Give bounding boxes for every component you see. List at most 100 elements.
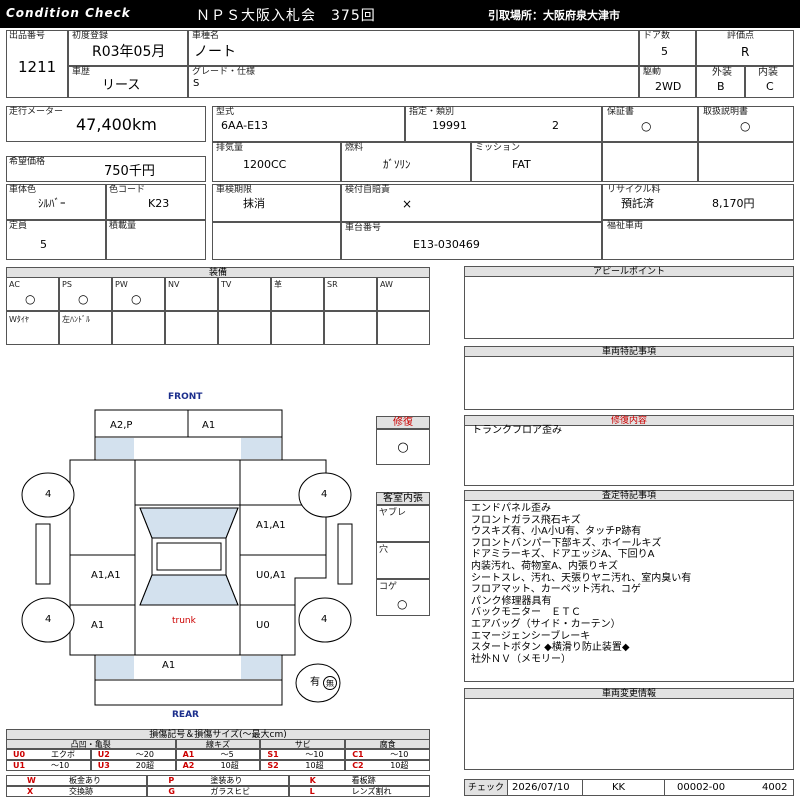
equipment-code: PS	[62, 280, 72, 289]
inspection-note-line: ドアミラーキズ、ドアエッジA、下回りA	[471, 549, 655, 561]
mileage-box	[6, 106, 206, 142]
pickup-location: 引取場所：大阪府泉大津市	[488, 7, 620, 23]
legend-mark-cell: X 交換跡	[6, 786, 148, 797]
equipment-cell-extra: 左ﾊﾝﾄﾞﾙ	[59, 311, 112, 345]
check-divider-1	[582, 779, 583, 796]
class-number: 2	[552, 119, 559, 132]
repair-detail-box	[464, 425, 794, 486]
check-number: 00002-00	[677, 782, 726, 793]
legend-cell: S2 10超	[260, 760, 346, 771]
legend-mark-code: X	[27, 787, 34, 796]
inspection-note-line: スタートボタン ◆横滑り防止装置◆	[471, 642, 630, 654]
header-bar	[0, 0, 800, 28]
equipment-cell-extra	[165, 311, 218, 345]
history-box	[68, 66, 188, 98]
rear-label: REAR	[172, 710, 199, 720]
equipment-cell-extra: Wﾀｲﾔ	[6, 311, 59, 345]
color-code-box	[106, 184, 206, 220]
recycle-amount: 8,170円	[712, 197, 755, 210]
repair-mark: ○	[397, 439, 409, 455]
legend-mark-desc: 交換跡	[69, 787, 93, 796]
first-reg-box	[68, 30, 188, 66]
damage-front-right: A1	[202, 420, 216, 431]
special-box	[464, 356, 794, 410]
pickup-label: 引取場所：	[488, 9, 543, 22]
doors-box	[639, 30, 696, 66]
rating-box	[696, 30, 794, 66]
equipment-cell-extra	[271, 311, 324, 345]
lot-number: 1211	[18, 58, 57, 76]
repair-box: ○	[376, 429, 430, 465]
interior-label: 内装	[758, 67, 778, 78]
equipment-cell-nv: NV	[165, 277, 218, 311]
inspection-note-line: エンドパネル歪み	[471, 503, 551, 514]
check-label-cell	[464, 779, 508, 796]
color-code-label: 色コード	[109, 185, 146, 195]
legend-cell: C1〜10	[345, 749, 430, 760]
grade-box	[188, 66, 639, 98]
wheel-rear-right: 4	[321, 614, 328, 625]
warranty-box	[602, 106, 698, 142]
inspection-note-line: パンク修理器具有	[471, 595, 552, 607]
welfare-label: 福祉車両	[607, 221, 644, 231]
drive-label: 駆動	[643, 67, 662, 77]
inspection-value: 抹消	[243, 197, 265, 210]
spare-tire-mark: 無	[323, 676, 337, 690]
front-label: FRONT	[168, 392, 203, 402]
welfare-box	[602, 220, 794, 260]
model-name-box	[188, 30, 639, 66]
color-code-value: K23	[148, 197, 170, 210]
displacement-value: 1200CC	[243, 158, 287, 171]
change-info-box	[464, 698, 794, 770]
legend-mark-desc: ガラスヒビ	[210, 787, 251, 796]
legend-mark-desc: 塗装あり	[210, 776, 243, 785]
spare-tire-label: 有	[310, 677, 320, 688]
fuel-box	[341, 142, 471, 182]
equipment-code: SR	[327, 280, 338, 289]
legend-mark-desc: 看板跡	[351, 776, 376, 785]
chassis-box	[341, 222, 602, 260]
damage-front-left: A2,P	[110, 420, 133, 431]
legend-size: 10超	[305, 761, 324, 770]
legend-code: U1	[13, 761, 26, 770]
legend-code: U2	[97, 750, 110, 759]
inspection-note-line: エマージェンシーブレーキ	[471, 630, 591, 642]
spec-number: 19991	[432, 119, 467, 132]
transmission-box	[471, 142, 602, 182]
inspection-note-line: 内装汚れ、荷物室A、内張りキズ	[471, 560, 618, 572]
check-staff: KK	[612, 782, 626, 793]
mileage-label: 走行メーター	[9, 107, 64, 117]
legend-code: C1	[352, 750, 364, 759]
grade-value: S	[193, 78, 200, 89]
equipment-cell-ac: AC○	[6, 277, 59, 311]
load-label: 積載量	[109, 221, 137, 231]
fuel-label: 燃料	[345, 143, 364, 153]
damage-rear-center: A1	[162, 660, 176, 671]
model-code-label: 型式	[216, 107, 235, 117]
exterior-value: B	[717, 80, 725, 93]
damage-right-mid: U0,A1	[256, 570, 287, 581]
legend-code: U3	[97, 761, 110, 770]
legend-size: 〜5	[220, 750, 234, 759]
manual-box	[698, 106, 794, 142]
capacity-label: 定員	[9, 221, 28, 231]
damage-left-mid: A1,A1	[91, 570, 121, 581]
legend-cell: U1〜10	[6, 760, 91, 771]
legend-cell: U2〜20	[90, 749, 176, 760]
rating-label: 評価点	[727, 31, 755, 41]
equipment-code: AC	[9, 280, 20, 289]
cabin-list: ヤブレ穴コゲ○	[376, 505, 430, 617]
equipment-cell-extra	[112, 311, 165, 345]
legend-code: C2	[352, 761, 364, 770]
price-box	[6, 156, 206, 182]
inspection-box	[212, 184, 341, 222]
auction-name: ＮＰＳ大阪入札会 375回	[196, 8, 376, 24]
legend-mark-desc: レンズ割れ	[351, 787, 392, 796]
legend-cell: A1〜5	[175, 749, 261, 760]
equipment-code: NV	[168, 280, 180, 289]
grade-label: グレード・仕様	[192, 67, 256, 77]
legend-code: S2	[267, 761, 279, 770]
